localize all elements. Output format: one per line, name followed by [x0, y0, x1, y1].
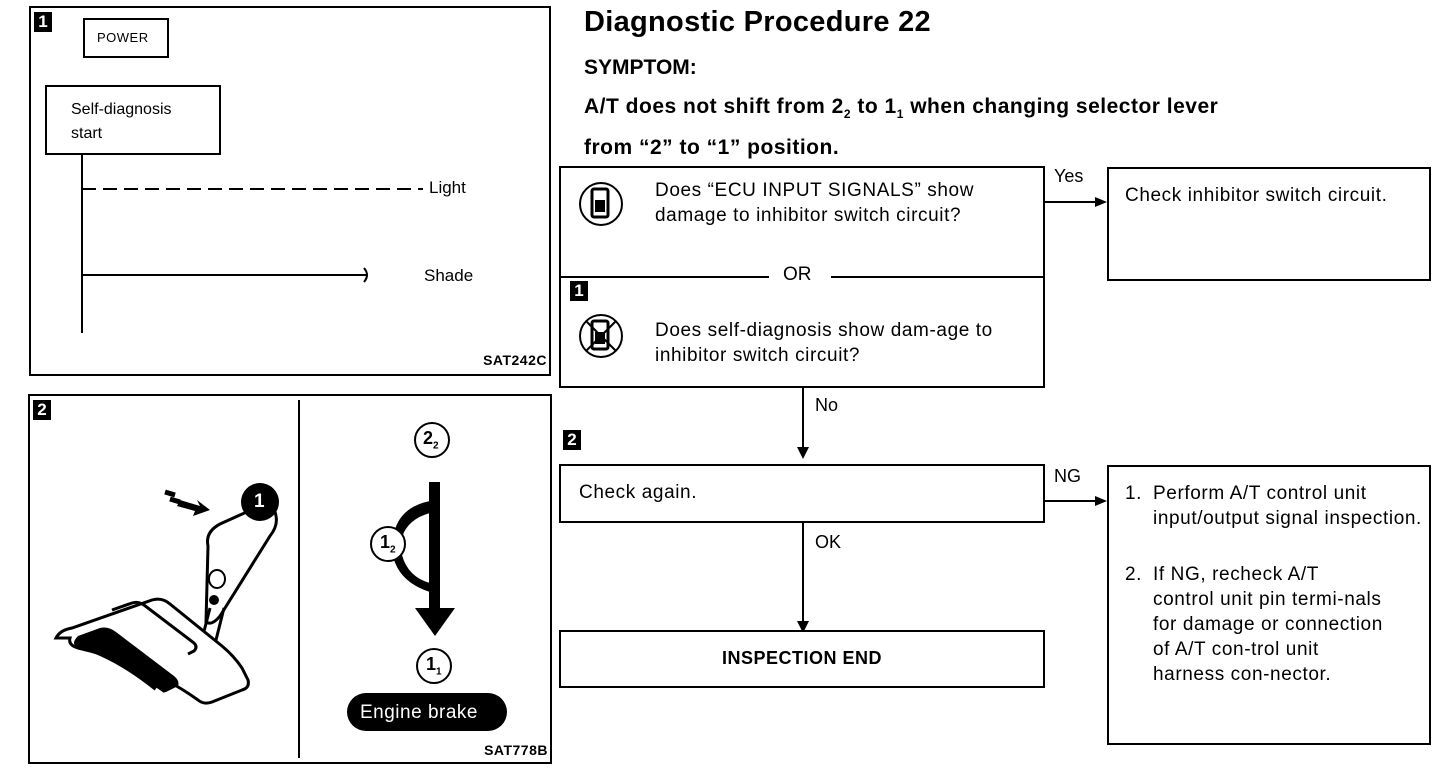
no-arrow-icon — [797, 447, 809, 459]
no-tools-icon — [579, 314, 623, 358]
self-diagnosis-label: Self-diagnosis start — [71, 101, 172, 142]
ok-connector — [802, 523, 804, 623]
position-1-1-label: 11 — [426, 654, 442, 678]
ng-connector — [1045, 500, 1097, 502]
figure-1-panel: 1 POWER Self-diagnosis start Light Shade… — [29, 6, 551, 376]
power-box: POWER — [83, 18, 169, 58]
figure-2-panel: 2 1 22 12 11 Engine brake SAT778B — [28, 394, 552, 764]
power-label: POWER — [97, 30, 149, 45]
ng-item-2: 2. If NG, recheck A/T control unit pin t… — [1125, 564, 1383, 685]
check-again-box: Check again. — [559, 464, 1045, 523]
ok-label: OK — [815, 532, 842, 552]
or-divider-right — [831, 276, 1045, 278]
figure-1-code: SAT242C — [483, 352, 547, 368]
figure-1-badge: 1 — [34, 12, 52, 32]
position-1-2-label: 12 — [380, 532, 396, 556]
question-2-text: Does self-diagnosis show dam-age to inhi… — [655, 320, 993, 366]
question-box: Does “ECU INPUT SIGNALS” show damage to … — [559, 166, 1045, 388]
ng-label: NG — [1054, 466, 1081, 486]
check-again-text: Check again. — [579, 482, 698, 503]
symptom-line-1: A/T does not shift from 22 to 11 when ch… — [584, 95, 1219, 122]
inspection-end-text: INSPECTION END — [721, 648, 883, 668]
question-1-text: Does “ECU INPUT SIGNALS” show damage to … — [655, 180, 975, 226]
yes-arrow-icon — [1095, 197, 1107, 207]
yes-connector — [1045, 201, 1097, 203]
figure-2-divider — [298, 400, 300, 758]
ng-result-box: 1. Perform A/T control unit input/output… — [1107, 465, 1431, 745]
symptom-heading: SYMPTOM: — [584, 56, 697, 79]
page-title: Diagnostic Procedure 22 — [584, 6, 931, 38]
yes-result-box: Check inhibitor switch circuit. — [1107, 167, 1431, 281]
light-label: Light — [429, 178, 466, 197]
ng-item-1: 1. Perform A/T control unit input/output… — [1125, 483, 1422, 529]
ng-arrow-icon — [1095, 496, 1107, 506]
shift-pattern-diagram — [347, 422, 507, 731]
yes-label: Yes — [1054, 166, 1084, 186]
inspection-end-box: INSPECTION END — [559, 630, 1045, 688]
yes-result-text: Check inhibitor switch circuit. — [1125, 185, 1388, 206]
step-marker-1: 1 — [254, 491, 265, 512]
engine-brake-label: Engine brake — [360, 702, 478, 723]
no-connector — [802, 388, 804, 448]
figure-2-code: SAT778B — [484, 742, 548, 758]
or-label: OR — [783, 264, 812, 285]
step-2-badge: 2 — [563, 430, 581, 450]
symptom-line-2: from “2” to “1” position. — [584, 136, 840, 160]
question-2-badge: 1 — [570, 281, 588, 301]
shade-label: Shade — [424, 266, 474, 285]
position-2-2-label: 22 — [423, 428, 439, 452]
no-label: No — [815, 395, 839, 415]
figure-2-badge: 2 — [33, 400, 51, 420]
selector-lever-illustration — [53, 483, 279, 705]
or-divider-left — [561, 276, 769, 278]
self-diagnosis-timing-diagram — [81, 155, 423, 333]
symptom-description: A/T does not shift from 22 to 11 when ch… — [584, 90, 1218, 164]
self-diagnosis-start-box: Self-diagnosis start — [45, 85, 221, 155]
consult-tester-icon — [579, 182, 623, 226]
